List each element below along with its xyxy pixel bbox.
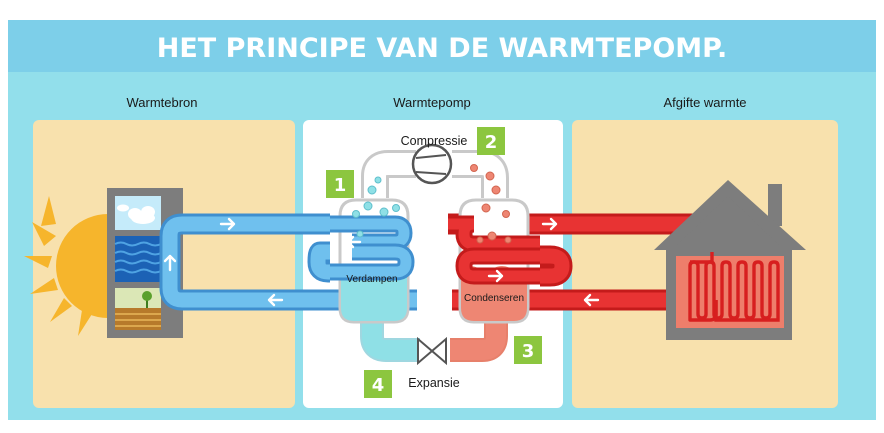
chimney [768,184,782,226]
compressor-icon [411,143,453,185]
title-bar [8,20,876,72]
cloud-icon [117,204,155,224]
section-heading-pump: Warmtepomp [393,95,471,110]
expansion-valve-icon [417,336,447,366]
refrigerant-vapor-hot [470,164,512,244]
svg-text:1: 1 [334,175,347,196]
step-badge-3: 3 [514,336,542,364]
flow-arrow-right-icon [487,269,504,283]
svg-text:3: 3 [522,341,535,362]
flow-arrow-left-icon [267,293,284,307]
flow-arrow-right-icon [219,217,236,231]
tree-icon [142,291,152,308]
flow-arrow-right-icon [541,217,558,231]
house-icon [654,180,806,340]
flow-arrow-left-icon [346,235,362,249]
section-heading-output: Afgifte warmte [663,95,746,110]
refrigerant-vapor-cold [352,176,400,238]
step-badge-2: 2 [477,127,505,155]
diagram-title: HET PRINCIPE VAN DE WARMTEPOMP. [157,33,727,64]
compressor-label: Compressie [401,134,468,148]
svg-text:4: 4 [372,375,385,396]
svg-text:2: 2 [485,132,498,153]
expansion-label: Expansie [408,376,459,390]
flow-arrow-left-icon [583,293,600,307]
evaporator-label: Verdampen [346,274,397,285]
condenser-label: Condenseren [464,293,524,304]
section-heading-source: Warmtebron [126,95,197,110]
flow-arrow-up-icon [163,254,177,272]
step-badge-4: 4 [364,370,392,398]
step-badge-1: 1 [326,170,354,198]
